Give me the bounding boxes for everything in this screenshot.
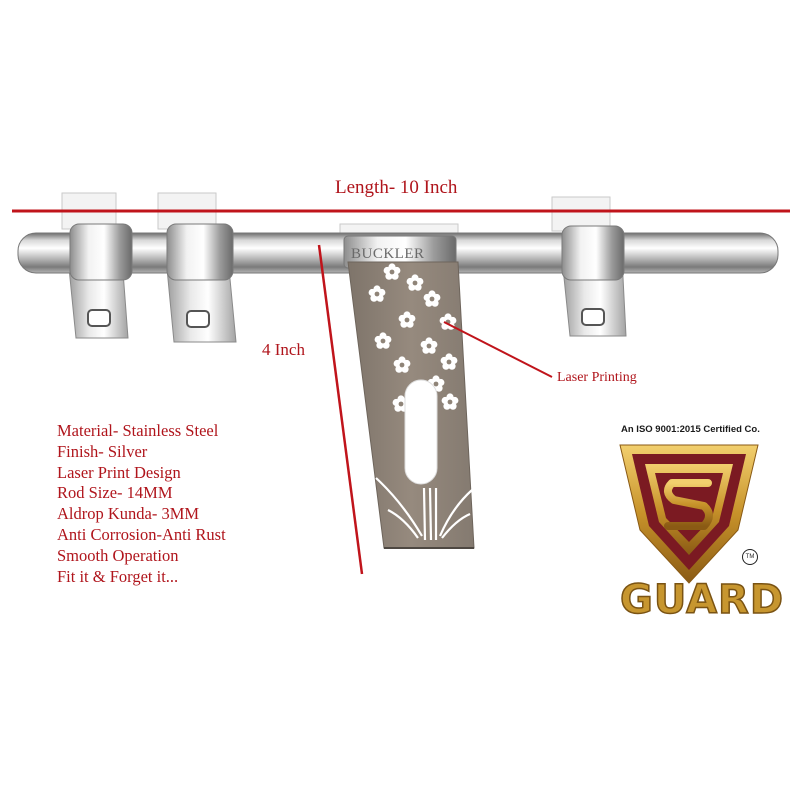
height-label: 4 Inch: [262, 340, 305, 359]
spec-list: Material- Stainless Steel Finish- Silver…: [57, 421, 226, 587]
height-dimension-line: [317, 244, 364, 575]
trademark-mark: TM: [742, 549, 758, 565]
spec-item: Fit it & Forget it...: [57, 566, 179, 586]
rod-collars: [69, 223, 625, 281]
iso-certification-text: An ISO 9001:2015 Certified Co.: [621, 424, 760, 435]
length-label: Length- 10 Inch: [335, 177, 458, 198]
spec-item: Material- Stainless Steel: [57, 421, 219, 440]
spec-item: Anti Corrosion-Anti Rust: [57, 524, 226, 544]
guard-shield-logo: [619, 444, 759, 584]
guard-brand-word: GUARD: [619, 576, 785, 624]
spec-item: Finish- Silver: [57, 441, 148, 461]
spec-item: Laser Print Design: [57, 462, 181, 482]
laser-callout-line: [443, 321, 553, 378]
engraved-brand: BUCKLER: [351, 246, 425, 262]
handle-plate: [343, 235, 475, 549]
laser-grass-pattern: [375, 477, 473, 541]
spec-item: Aldrop Kunda- 3MM: [57, 504, 200, 524]
spec-item: Smooth Operation: [57, 545, 179, 565]
laser-printing-label: Laser Printing: [557, 370, 637, 385]
spec-item: Rod Size- 14MM: [57, 483, 173, 503]
dimension-lines: [12, 209, 790, 575]
